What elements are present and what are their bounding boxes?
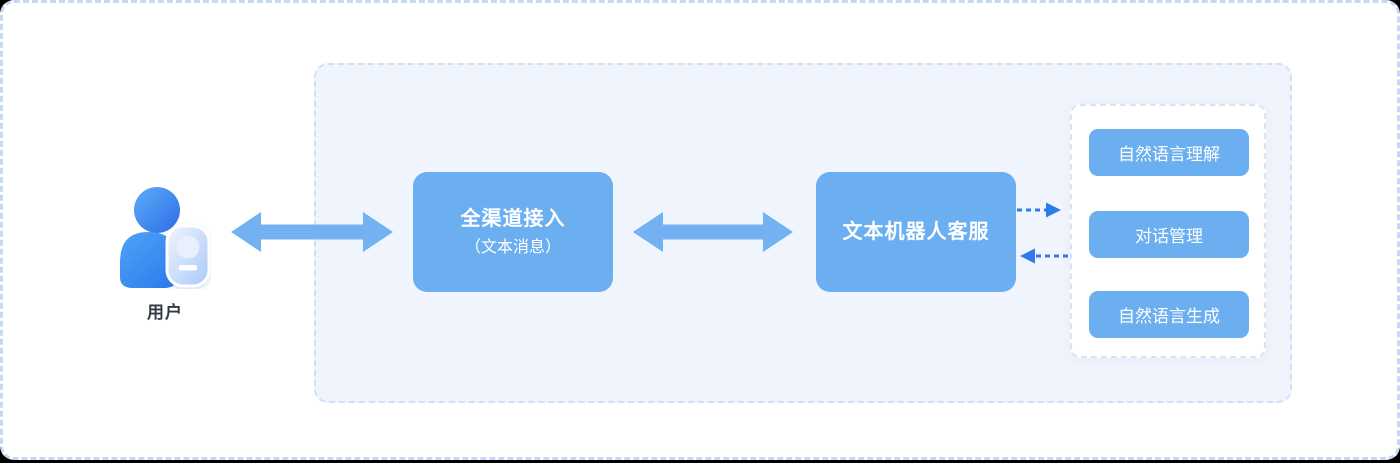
user-with-badge-icon [120, 187, 211, 288]
person-body [120, 232, 177, 288]
nlp-box-generation: 自然语言生成 [1089, 291, 1249, 338]
nlp-box-label: 对话管理 [1135, 227, 1203, 246]
omnichannel-access-box: 全渠道接入 （文本消息） [413, 172, 613, 292]
textbot-service-box: 文本机器人客服 [816, 172, 1016, 292]
nlp-box-dialog-management: 对话管理 [1089, 211, 1249, 258]
nlp-box-label: 自然语言理解 [1118, 145, 1220, 164]
user-node: 用户 [115, 186, 215, 323]
nlp-box-label: 自然语言生成 [1118, 307, 1220, 326]
omnichannel-subtitle: （文本消息） [464, 238, 561, 256]
person-head [134, 187, 180, 233]
user-label: 用户 [147, 303, 183, 322]
textbot-title: 文本机器人客服 [842, 221, 990, 243]
omnichannel-title: 全渠道接入 [460, 207, 566, 230]
nlp-box-understanding: 自然语言理解 [1089, 129, 1249, 176]
nlp-capabilities-group: 自然语言理解 对话管理 自然语言生成 [1070, 104, 1266, 358]
contact-badge [165, 224, 211, 288]
